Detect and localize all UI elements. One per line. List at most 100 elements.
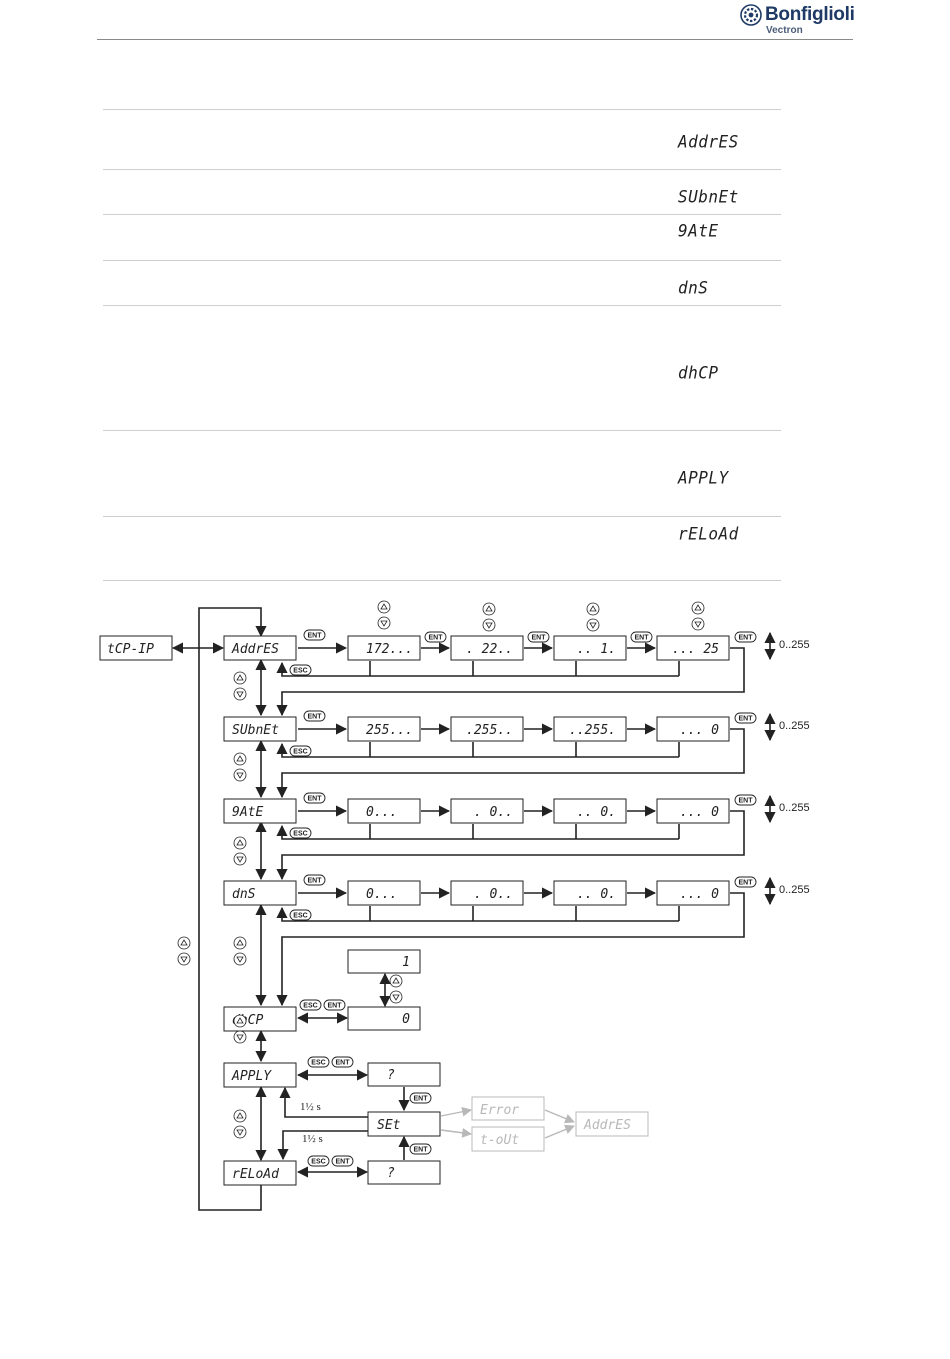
- gate-octet-value: ... 0: [680, 805, 719, 820]
- dns-octet-box: [553, 880, 627, 906]
- address-octet-value: ... 25: [672, 642, 719, 657]
- set-box: [367, 1111, 441, 1137]
- timeout-text: t-oUt: [480, 1133, 519, 1148]
- svg-text:ENT: ENT: [336, 1060, 351, 1067]
- table-rule: [103, 169, 781, 170]
- reload-menu-label: rELoAd: [232, 1167, 279, 1182]
- reload-confirm-box: [367, 1160, 441, 1185]
- reload-menu-box: [223, 1160, 297, 1186]
- dhcp-value-on: 1: [402, 955, 410, 970]
- address-menu-label: AddrES: [231, 642, 279, 657]
- esc-button-icon: ESC: [289, 909, 312, 921]
- subnet-octet-value: ... 0: [680, 723, 719, 738]
- dhcp-value-box-off: [347, 1006, 421, 1031]
- ent-button-icon: ENT: [630, 631, 653, 643]
- esc-button-icon: ESC: [307, 1056, 330, 1068]
- dns-menu-label: dnS: [232, 887, 256, 902]
- table-code-subnet: SUbnEt: [678, 186, 739, 207]
- range-label: 0..255: [779, 720, 810, 732]
- table-code-apply: APPLY: [678, 467, 729, 488]
- ent-button-icon: ENT: [303, 710, 326, 722]
- up-down-keys-icon: [233, 1109, 247, 1139]
- gate-octet-box: [656, 798, 730, 824]
- address-octet-value: .. 1.: [577, 642, 616, 657]
- ent-button-icon: ENT: [303, 874, 326, 886]
- subnet-octet-value: 255...: [366, 723, 413, 738]
- table-code-reload: rELoAd: [678, 523, 739, 544]
- ent-button-icon: ENT: [734, 712, 757, 724]
- gear-logo-icon: [740, 4, 762, 26]
- gate-menu-label: 9AtE: [232, 805, 263, 820]
- svg-text:ESC: ESC: [293, 831, 307, 838]
- up-down-keys-icon: [389, 974, 403, 1004]
- button-glyphs: ENT ESC ENT ENT ENT ENT ENT ESC ENT ENT ESC ENT ENT E…: [289, 629, 757, 1167]
- ent-button-icon: ENT: [734, 631, 757, 643]
- apply-menu-label: APPLY: [231, 1069, 272, 1084]
- gate-octet-box: [553, 798, 627, 824]
- esc-button-icon: ESC: [289, 745, 312, 757]
- table-rule: [103, 260, 781, 261]
- up-down-keys-icon: [233, 836, 247, 866]
- up-down-keys-icon: [691, 601, 705, 631]
- esc-button-icon: ESC: [299, 999, 322, 1011]
- svg-text:ESC: ESC: [311, 1159, 325, 1166]
- range-label: 0..255: [779, 802, 810, 814]
- svg-text:ESC: ESC: [293, 668, 307, 675]
- svg-text:ESC: ESC: [293, 913, 307, 920]
- range-label: 0..255: [779, 639, 810, 651]
- apply-menu-box: [223, 1062, 297, 1088]
- table-rule: [103, 109, 781, 110]
- table-code-dns: dnS: [678, 277, 709, 298]
- diagram-wires: [171, 607, 267, 1211]
- gate-octet-box: [347, 798, 421, 824]
- table-rule: [103, 214, 781, 215]
- svg-text:ENT: ENT: [739, 798, 754, 805]
- svg-text:ENT: ENT: [336, 1159, 351, 1166]
- svg-text:ENT: ENT: [308, 633, 323, 640]
- up-down-keys-icon: [233, 671, 247, 701]
- brand-logo: Bonfiglioli Vectron: [739, 2, 859, 38]
- up-down-keys-icon: [177, 936, 191, 966]
- table-rule: [103, 305, 781, 306]
- table-rule: [103, 516, 781, 517]
- gate-octet-box: [450, 798, 524, 824]
- table-rule: [103, 580, 781, 581]
- esc-button-icon: ESC: [289, 827, 312, 839]
- ent-button-icon: ENT: [303, 629, 326, 641]
- header-rule: [97, 39, 853, 40]
- updown-icons: [177, 600, 705, 1139]
- up-down-keys-icon: [377, 600, 391, 630]
- address-octet-box: [553, 635, 627, 661]
- root-menu-label: tCP-IP: [107, 642, 154, 657]
- ent-button-icon: ENT: [331, 1155, 354, 1167]
- svg-text:ENT: ENT: [414, 1096, 429, 1103]
- up-down-keys-icon: [233, 936, 247, 966]
- dns-octet-value: ... 0: [680, 887, 719, 902]
- return-address-text: AddrES: [583, 1118, 631, 1133]
- subnet-menu-label: SUbnEt: [232, 723, 279, 738]
- dns-octet-value: 0...: [366, 887, 397, 902]
- gate-octet-value: 0...: [366, 805, 397, 820]
- apply-confirm-box: [367, 1062, 441, 1087]
- ent-button-icon: ENT: [424, 631, 447, 643]
- subnet-octet-box: [347, 716, 421, 742]
- address-octet-value: . 22..: [466, 642, 513, 657]
- subnet-octet-value: ..255.: [569, 723, 616, 738]
- error-box: [471, 1096, 545, 1121]
- address-menu-box: [223, 635, 297, 661]
- gate-menu-box: [223, 798, 297, 824]
- ent-button-icon: ENT: [331, 1056, 354, 1068]
- timeout-box: [471, 1126, 545, 1152]
- svg-text:ENT: ENT: [308, 878, 323, 885]
- subnet-menu-box: [223, 716, 297, 742]
- range-label: 0..255: [779, 884, 810, 896]
- subnet-octet-box: [553, 716, 627, 742]
- esc-button-icon: ESC: [289, 664, 312, 676]
- svg-text:ESC: ESC: [303, 1003, 317, 1010]
- up-down-keys-icon: [233, 1014, 247, 1044]
- subnet-octet-box: [656, 716, 730, 742]
- reload-delay-label: 1½ s: [302, 1133, 323, 1145]
- svg-text:ENT: ENT: [739, 635, 754, 642]
